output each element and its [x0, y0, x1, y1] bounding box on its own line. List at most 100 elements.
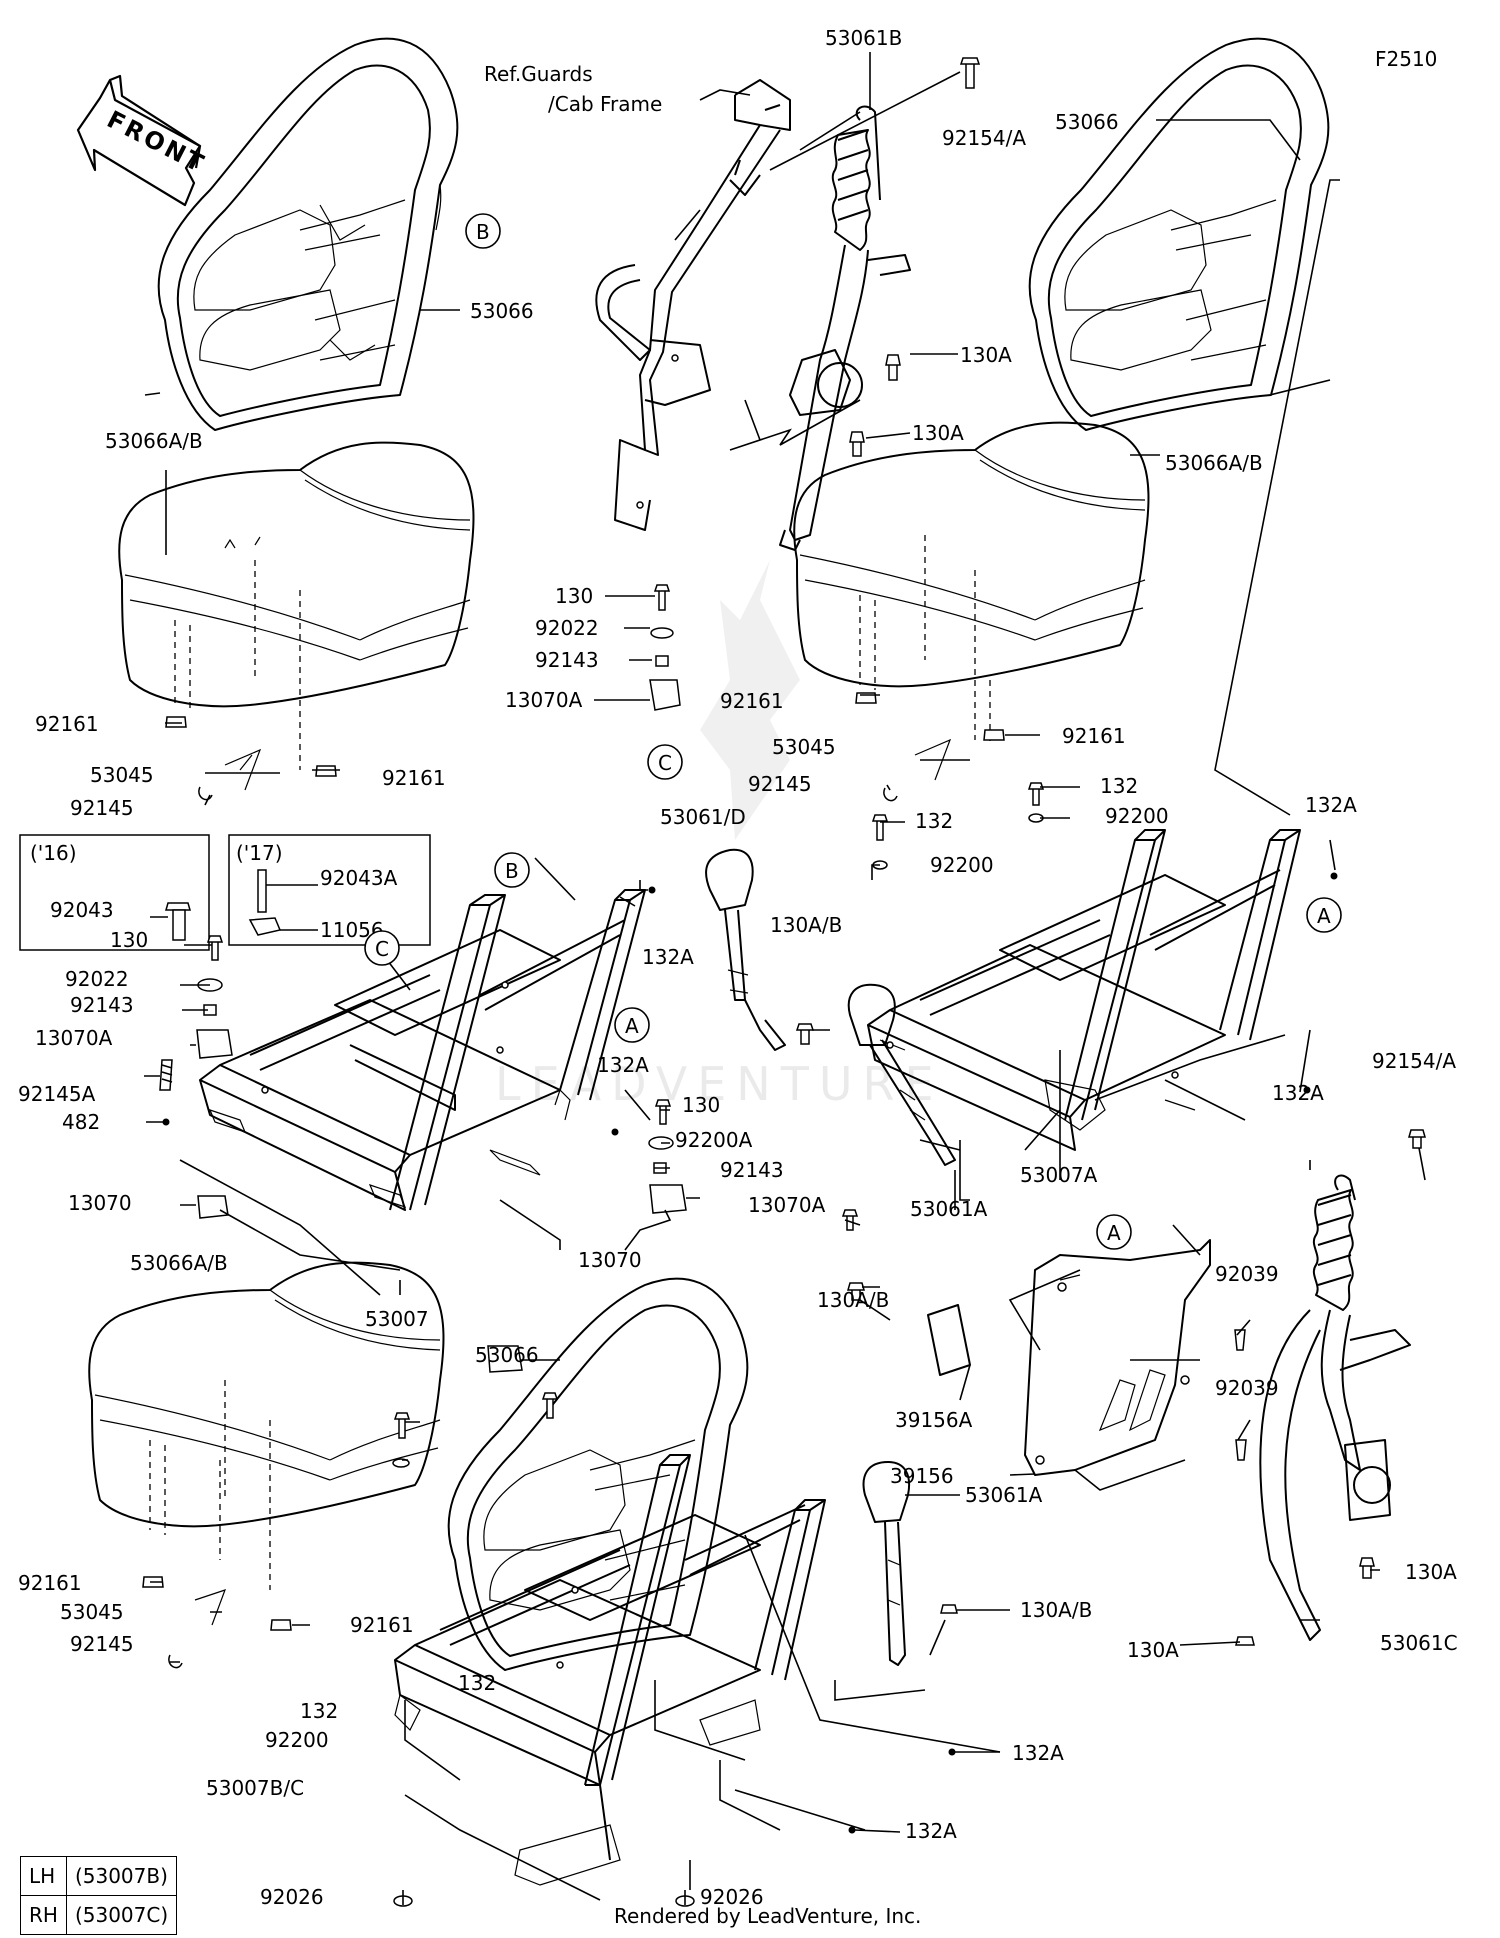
ref-note-line-2: /Cab Frame [548, 92, 662, 116]
figure-id: F2510 [1375, 47, 1438, 71]
render-credit: Rendered by LeadVenture, Inc. [614, 1904, 922, 1928]
callout-53061a-bottom: 53061A [965, 1483, 1043, 1507]
callout-53066ab-bottom: 53066A/B [130, 1251, 228, 1275]
roll-cage-frame-section [595, 79, 791, 531]
seatbelt-retractor-right [1259, 1174, 1411, 1641]
callout-92154a-top: 92154/A [942, 126, 1026, 150]
callout-13070a-left: 13070A [35, 1026, 113, 1050]
callout-92161-tl-2: 92161 [382, 766, 446, 790]
callout-130a-right-2: 130A [1127, 1638, 1179, 1662]
callout-130-mid: 130 [682, 1093, 720, 1117]
callout-92154a-right: 92154/A [1372, 1049, 1456, 1073]
callout-132-bottom-2: 132 [300, 1699, 338, 1723]
seat-back-bottom [447, 1277, 749, 1671]
circle-ref-a-right: A [1306, 897, 1342, 933]
callout-53045-bl: 53045 [60, 1600, 124, 1624]
circle-ref-a-panel-label: A [1107, 1221, 1121, 1245]
seat-frame-right [867, 829, 1301, 1151]
callout-53066-top-right: 53066 [1055, 110, 1119, 134]
seatbelt-buckle-bottom [862, 1461, 910, 1666]
callout-92143-left: 92143 [70, 993, 134, 1017]
circle-ref-b-top-label: B [476, 220, 490, 244]
callout-132a-bottom-1: 132A [1012, 1741, 1064, 1765]
callout-130ab-bottom: 130A/B [1020, 1598, 1092, 1622]
watermark: LEADVENTURE [495, 560, 944, 1111]
seat-cushion-bottom [88, 1261, 445, 1590]
callout-92200-1: 92200 [1105, 804, 1169, 828]
callout-92200-2: 92200 [930, 853, 994, 877]
callout-130a-1: 130A [960, 343, 1012, 367]
table-cell-side: LH [20, 1856, 67, 1896]
callout-53066-top-left: 53066 [470, 299, 534, 323]
callout-92161-bl-2: 92161 [350, 1613, 414, 1637]
circle-ref-c-mid-label: C [375, 937, 389, 961]
callout-92039-2: 92039 [1215, 1376, 1279, 1400]
circle-ref-b-mid-label: B [505, 859, 519, 883]
table-row: LH (53007B) [20, 1856, 178, 1896]
callout-53066-bottom: 53066 [475, 1343, 539, 1367]
callout-92039-1: 92039 [1215, 1262, 1279, 1286]
inset-17-label: ('17) [236, 841, 283, 865]
inset-17-part-1: 92043A [320, 866, 398, 890]
callout-130-top: 130 [555, 584, 593, 608]
callout-132-2: 132 [915, 809, 953, 833]
callout-92200a: 92200A [675, 1128, 753, 1152]
inset-16-part: 92043 [50, 898, 114, 922]
inset-16-label: ('16) [30, 841, 77, 865]
callout-132-1: 132 [1100, 774, 1138, 798]
callout-53061d: 53061/D [660, 805, 746, 829]
circle-ref-a-right-label: A [1317, 904, 1331, 928]
callout-13070a-mid: 13070A [748, 1193, 826, 1217]
circle-ref-b-mid: B [494, 852, 530, 888]
front-arrow-icon: FRONT [76, 74, 210, 207]
seat-frame-left [199, 889, 646, 1211]
callout-130-left: 130 [110, 928, 148, 952]
circle-ref-c-top-label: C [658, 751, 672, 775]
watermark-text: LEADVENTURE [495, 1057, 944, 1111]
callout-53007bc: 53007B/C [206, 1776, 304, 1800]
variant-table: LH (53007B) RH (53007C) [20, 1856, 178, 1935]
callout-132a-right-frame: 132A [1272, 1081, 1324, 1105]
callout-53066ab-top-right: 53066A/B [1165, 451, 1263, 475]
table-cell-part: (53007C) [65, 1895, 178, 1935]
callout-92026-right: 92026 [700, 1885, 764, 1909]
callout-39156a: 39156A [895, 1408, 973, 1432]
callout-92161-bl-1: 92161 [18, 1571, 82, 1595]
callout-53061c: 53061C [1380, 1631, 1458, 1655]
callout-53045-tr: 53045 [772, 735, 836, 759]
callout-92161-tl-1: 92161 [35, 712, 99, 736]
seatbelt-buckle-right [847, 983, 956, 1166]
callout-92145a: 92145A [18, 1082, 96, 1106]
callout-482: 482 [62, 1110, 100, 1134]
inset-hardware [150, 869, 318, 941]
callout-53061a-mid: 53061A [910, 1197, 988, 1221]
callout-130a-2: 130A [912, 421, 964, 445]
callout-92145-tl: 92145 [70, 796, 134, 820]
callout-53007: 53007 [365, 1307, 429, 1331]
callout-92022-left: 92022 [65, 967, 129, 991]
seat-back-top-left [157, 37, 459, 431]
circle-ref-a-panel: A [1096, 1214, 1132, 1250]
callout-13070-left: 13070 [68, 1191, 132, 1215]
seatbelt-retractor-top [779, 105, 911, 551]
callout-132a-top-right: 132A [1305, 793, 1357, 817]
table-cell-side: RH [20, 1895, 67, 1935]
callout-130a-right-1: 130A [1405, 1560, 1457, 1584]
circle-ref-c-mid: C [364, 930, 400, 966]
callout-130ab-left: 130A/B [817, 1288, 889, 1312]
callout-92200-bottom: 92200 [265, 1728, 329, 1752]
callout-92143-top: 92143 [535, 648, 599, 672]
callout-92026-left: 92026 [260, 1885, 324, 1909]
callout-130ab-mid: 130A/B [770, 913, 842, 937]
callout-92145-tr: 92145 [748, 772, 812, 796]
circle-ref-c-top: C [647, 744, 683, 780]
callout-13070a-top: 13070A [505, 688, 583, 712]
seatbelt-buckle-left [705, 848, 786, 1051]
callout-132a-mid-2: 132A [597, 1053, 649, 1077]
callout-132a-mid-1: 132A [642, 945, 694, 969]
callout-53045-tl: 53045 [90, 763, 154, 787]
callout-92143-mid: 92143 [720, 1158, 784, 1182]
callout-53066ab-top-left: 53066A/B [105, 429, 203, 453]
table-row: RH (53007C) [20, 1895, 178, 1935]
